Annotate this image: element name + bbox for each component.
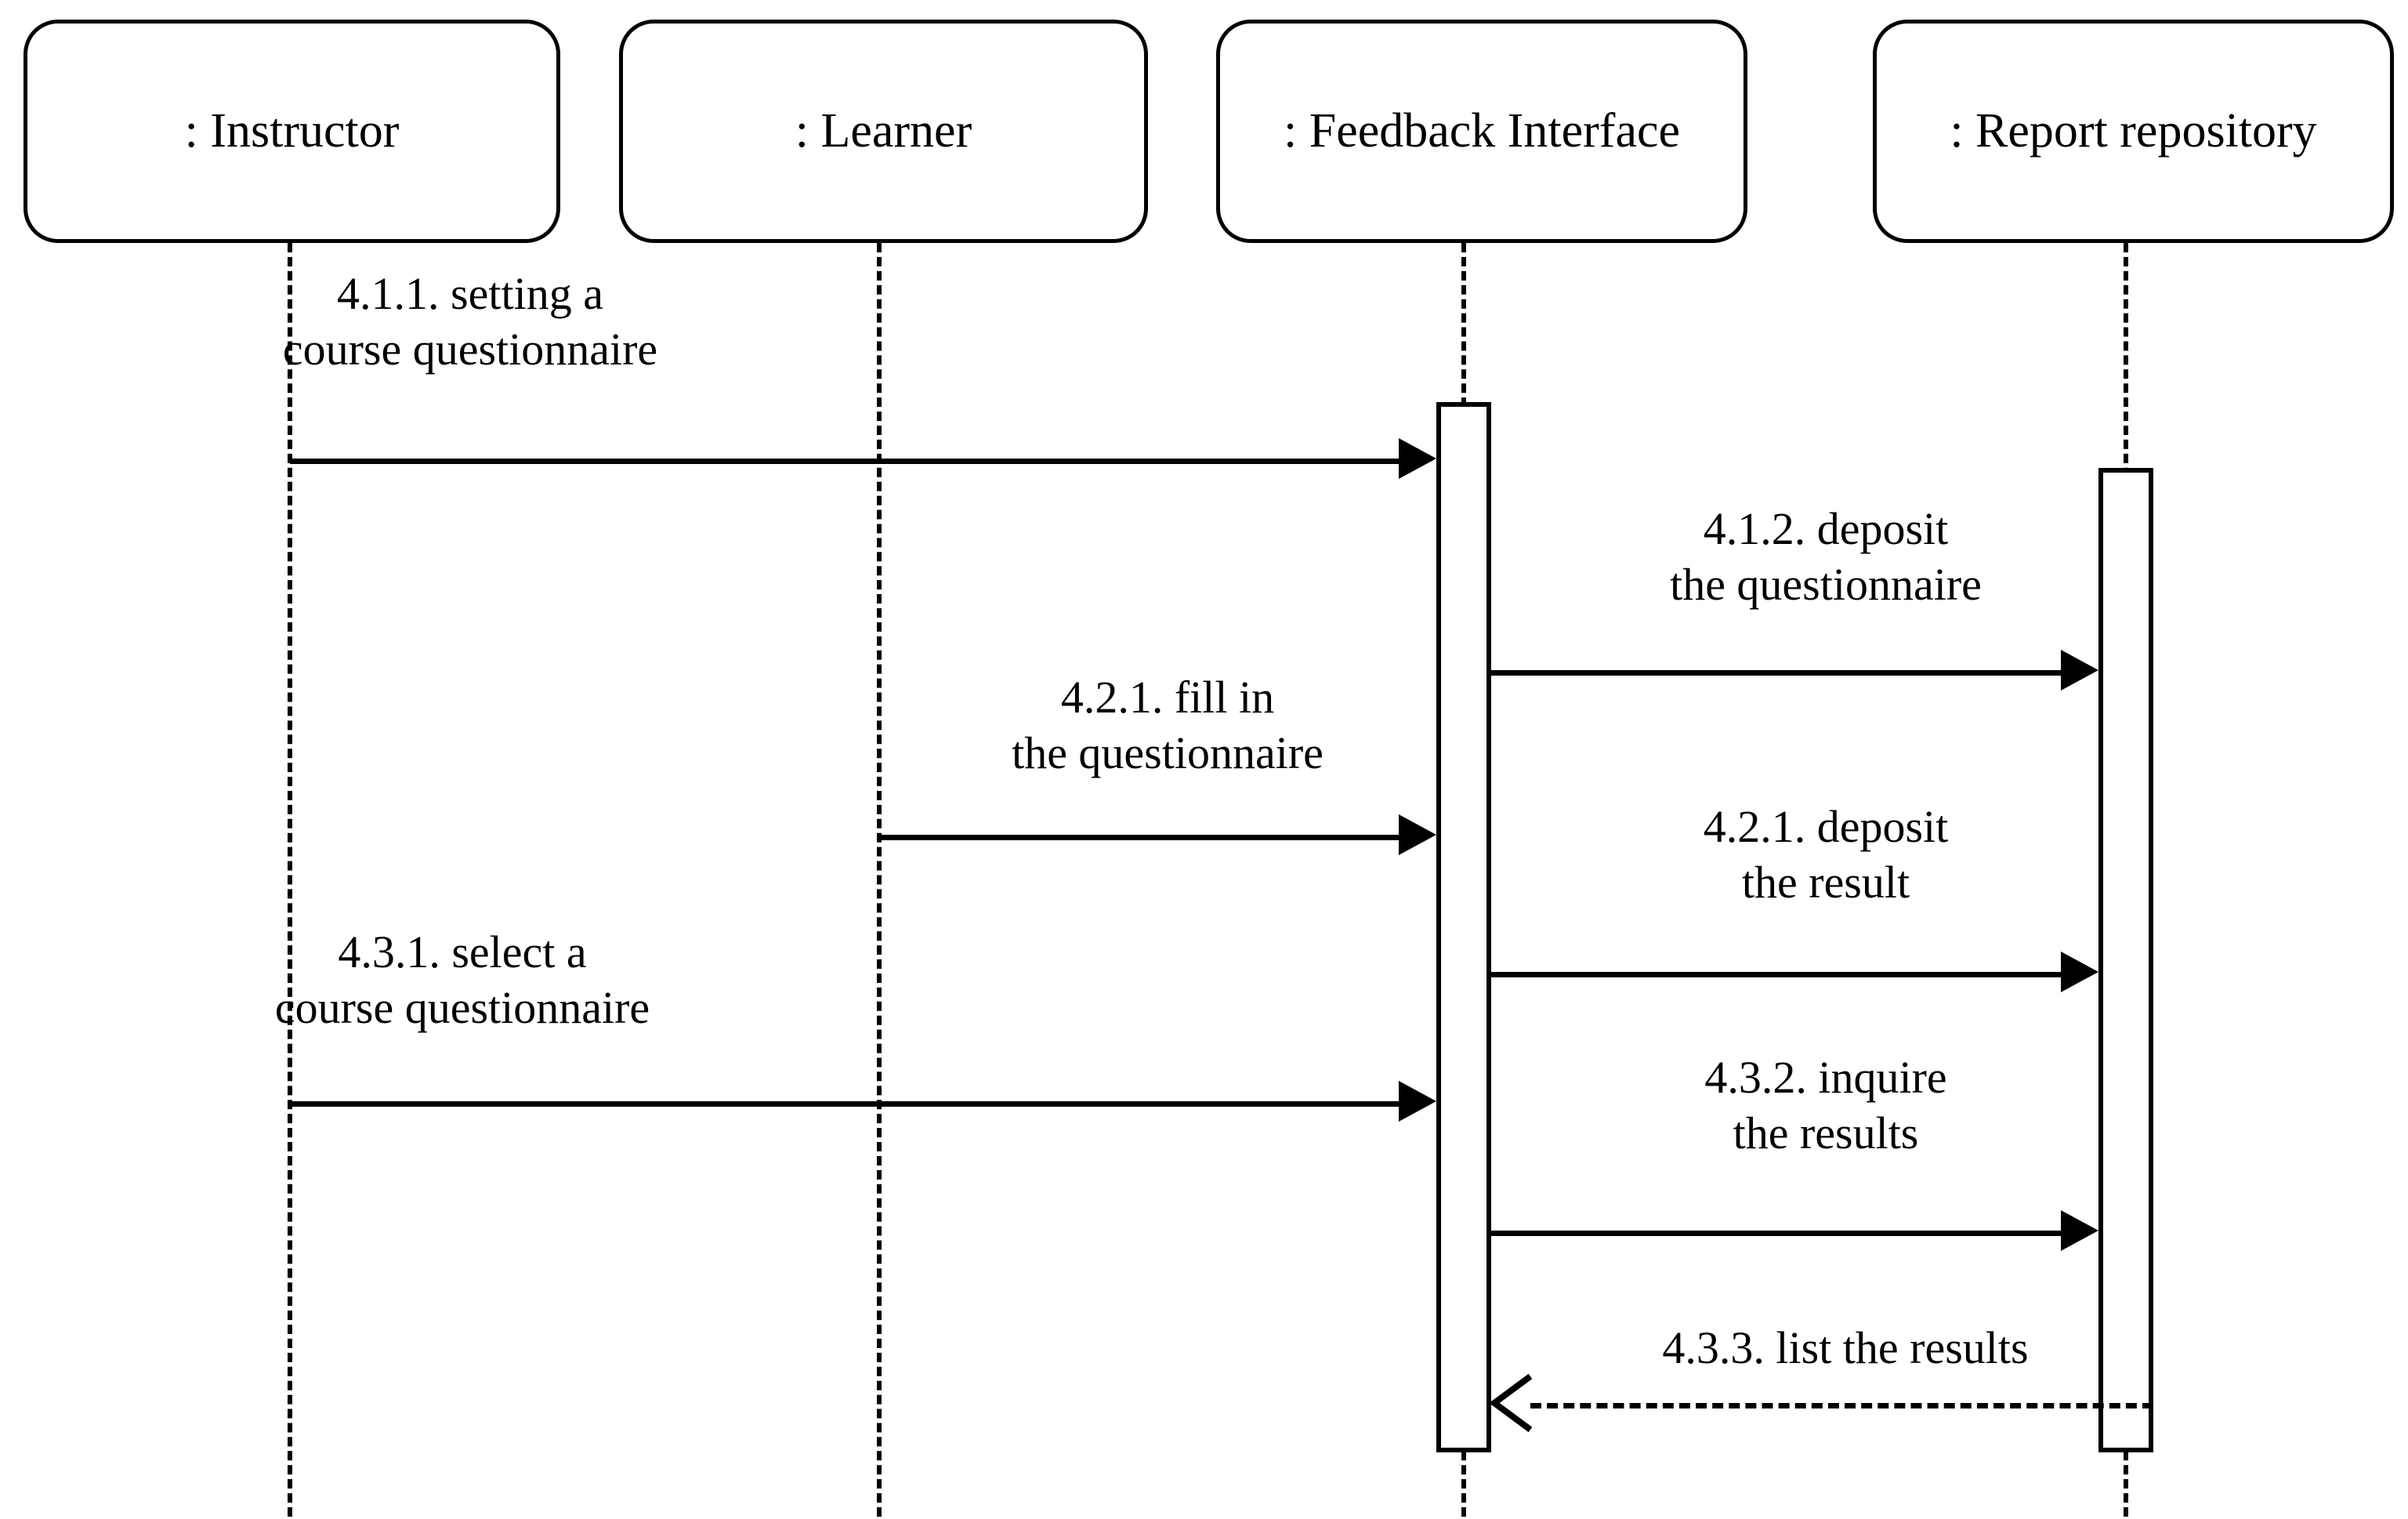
message-label-4-3-1: 4.3.1. select a course questionnaire (274, 926, 650, 1033)
lifeline-box-instructor[interactable]: : Instructor (24, 20, 560, 243)
message-label-4-1-2: 4.1.2. deposit the questionnaire (1670, 503, 1982, 610)
message-line-4-1-1 (290, 459, 1399, 464)
lifeline-label-report-repository: : Report repository (1950, 104, 2317, 158)
arrowhead-filled-4-1-2 (2061, 650, 2098, 691)
message-line-4-3-1 (290, 1101, 1399, 1107)
message-label-4-2-1-fill-in: 4.2.1. fill in the questionnaire (1012, 672, 1323, 778)
lifeline-instructor (288, 243, 292, 1517)
message-label-4-3-2: 4.3.2. inquire the results (1704, 1052, 1947, 1158)
lifeline-label-instructor: : Instructor (184, 104, 400, 158)
lifeline-label-learner: : Learner (795, 104, 972, 158)
arrowhead-filled-4-2-1-deposit (2061, 952, 2098, 992)
lifeline-box-report-repository[interactable]: : Report repository (1873, 20, 2394, 243)
activation-bar-feedback-interface (1436, 402, 1491, 1452)
arrowhead-filled-4-3-1 (1399, 1081, 1436, 1122)
message-line-4-3-2 (1491, 1231, 2061, 1236)
message-label-4-2-1-deposit: 4.2.1. deposit the result (1703, 801, 1949, 908)
message-line-4-3-3 (1530, 1403, 2153, 1408)
message-line-4-2-1-fill-in (879, 835, 1399, 840)
message-line-4-2-1-deposit (1491, 972, 2061, 977)
arrowhead-filled-4-2-1-fill-in (1399, 814, 1436, 855)
activation-bar-report-repository (2098, 468, 2153, 1452)
lifeline-box-feedback-interface[interactable]: : Feedback Interface (1216, 20, 1747, 243)
message-line-4-1-2 (1491, 670, 2061, 676)
message-label-4-3-3: 4.3.3. list the results (1662, 1322, 2029, 1373)
arrowhead-filled-4-3-2 (2061, 1210, 2098, 1251)
lifeline-learner (877, 243, 882, 1517)
message-label-4-1-1: 4.1.1. setting a course questionnaire (282, 268, 658, 375)
arrowhead-filled-4-1-1 (1399, 438, 1436, 479)
lifeline-label-feedback-interface: : Feedback Interface (1283, 104, 1681, 158)
arrowhead-open-4-3-3 (1491, 1373, 1532, 1433)
lifeline-box-learner[interactable]: : Learner (619, 20, 1148, 243)
